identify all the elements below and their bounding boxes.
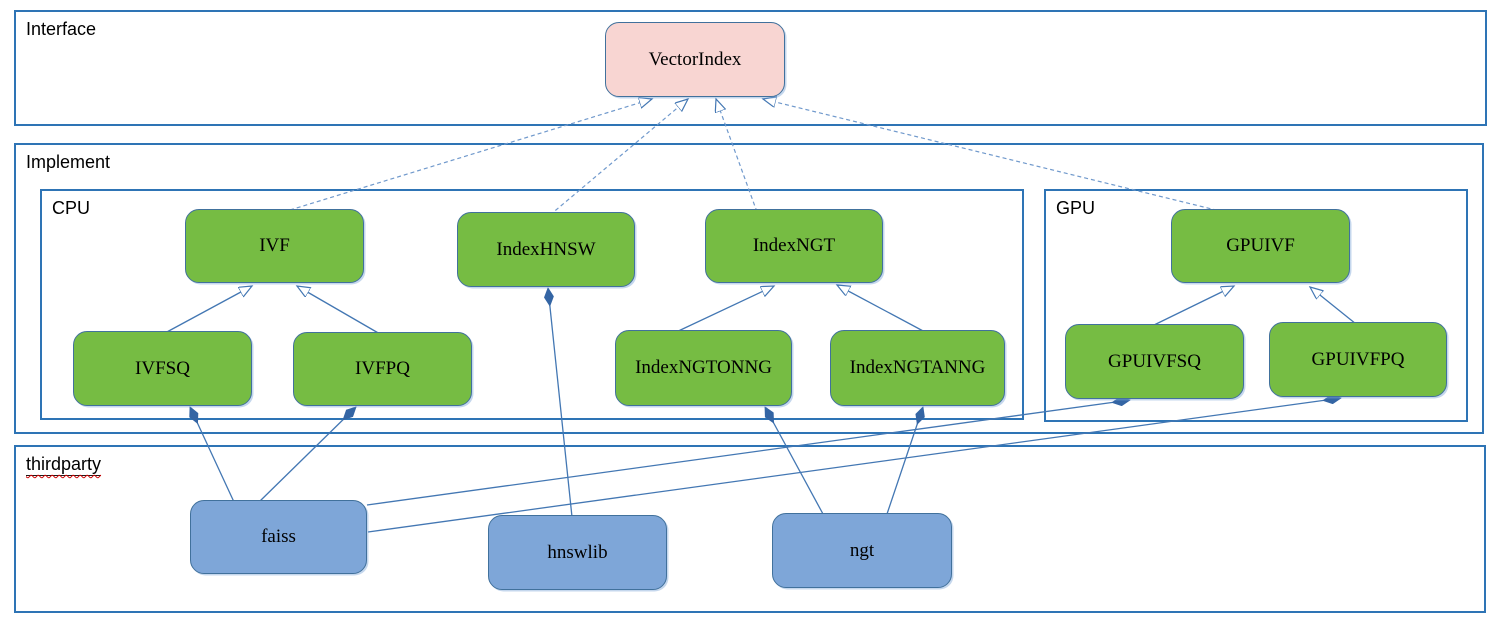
node-indexngtonng[interactable]: IndexNGTONNG — [615, 330, 792, 406]
container-label-implement: Implement — [26, 152, 111, 172]
container-label-thirdparty: thirdparty — [26, 454, 102, 476]
node-vectorindex[interactable]: VectorIndex — [605, 22, 785, 97]
container-label-gpu: GPU — [1056, 198, 1096, 218]
node-label-indexngtonng: IndexNGTONNG — [635, 357, 772, 378]
node-faiss[interactable]: faiss — [190, 500, 367, 574]
node-gpuivf[interactable]: GPUIVF — [1171, 209, 1350, 283]
node-ngt[interactable]: ngt — [772, 513, 952, 588]
node-label-gpuivfsq: GPUIVFSQ — [1108, 350, 1201, 372]
node-label-hnswlib: hnswlib — [547, 541, 608, 563]
node-label-vectorindex: VectorIndex — [648, 48, 742, 70]
node-label-gpuivfpq: GPUIVFPQ — [1311, 348, 1405, 370]
node-ivf[interactable]: IVF — [185, 209, 364, 283]
container-label-cpu: CPU — [52, 198, 91, 218]
node-label-indexngt: IndexNGT — [752, 235, 836, 256]
node-label-faiss: faiss — [261, 526, 296, 547]
node-indexhnsw[interactable]: IndexHNSW — [457, 212, 635, 287]
node-label-gpuivf: GPUIVF — [1226, 235, 1295, 256]
node-indexngt[interactable]: IndexNGT — [705, 209, 883, 283]
node-indexngtanng[interactable]: IndexNGTANNG — [830, 330, 1005, 406]
node-ivfsq[interactable]: IVFSQ — [73, 331, 252, 406]
node-gpuivfpq[interactable]: GPUIVFPQ — [1269, 322, 1447, 397]
node-label-ivfsq: IVFSQ — [135, 357, 190, 379]
node-label-ivfpq: IVFPQ — [355, 358, 410, 379]
node-label-ngt: ngt — [849, 539, 875, 561]
node-label-indexhnsw: IndexHNSW — [496, 238, 596, 260]
node-label-ivf: IVF — [259, 235, 290, 256]
container-label-interface: Interface — [26, 19, 97, 39]
node-ivfpq[interactable]: IVFPQ — [293, 332, 472, 406]
node-gpuivfsq[interactable]: GPUIVFSQ — [1065, 324, 1244, 399]
node-label-indexngtanng: IndexNGTANNG — [849, 357, 986, 378]
node-hnswlib[interactable]: hnswlib — [488, 515, 667, 590]
